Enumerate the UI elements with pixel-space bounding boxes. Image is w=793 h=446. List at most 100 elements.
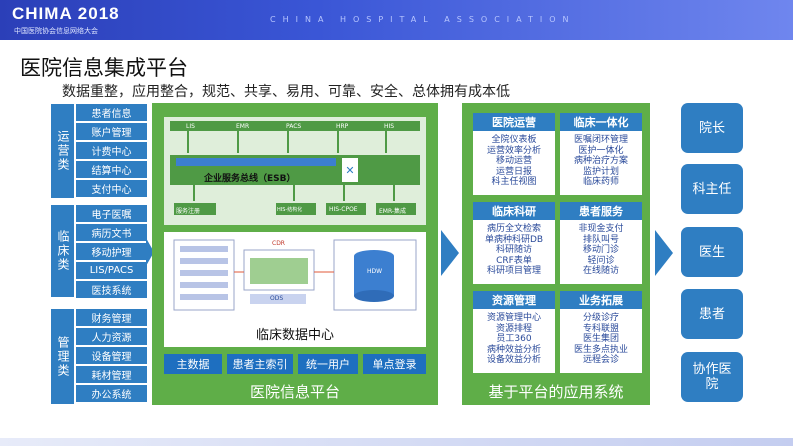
item-tech-system: 医技系统 (76, 281, 147, 298)
item-account-mgmt: 账户管理 (76, 123, 147, 140)
item-consumables: 耗材管理 (76, 366, 147, 383)
panel-title: 医院运营 (473, 113, 555, 131)
chima-logo: CHIMA 2018 (12, 4, 120, 23)
panel-clinical-integration: 临床一体化 医嘱闭环管理 医护一体化 病种治疗方案 监护计划 临床药师 (560, 113, 642, 195)
single-sign-on-button: 单点登录 (363, 354, 426, 374)
panel-items: 病历全文检索 单病种科研DB 科研随访 CRF表单 科研项目管理 (473, 224, 555, 277)
header-tagline: CHINA HOSPITAL ASSOCIATION (270, 15, 576, 24)
item-office-system: 办公系统 (76, 385, 147, 402)
panel-title: 患者服务 (560, 202, 642, 220)
esb-top-label-hrp: HRP (336, 123, 349, 130)
master-data-button: 主数据 (164, 354, 222, 374)
esb-top-bar (170, 121, 420, 131)
list-item: 科研项目管理 (486, 266, 541, 276)
panel-hospital-operations: 医院运营 全院仪表板 运营效率分析 移动运营 运营日报 科主任视图 (473, 113, 555, 195)
list-item: 全院仪表板 (491, 135, 537, 145)
arrow-to-apps-icon (441, 230, 459, 276)
list-item: 非现金支付 (578, 224, 624, 234)
arrow-to-roles-icon (655, 230, 673, 276)
panel-items: 非现金支付 排队叫号 移动门诊 轻问诊 在线随访 (560, 224, 642, 277)
role-patient: 患者 (681, 289, 743, 339)
list-item: 移动门诊 (582, 245, 619, 255)
list-item: 移动运营 (495, 156, 532, 166)
category-clinical-label: 临床类 (56, 230, 70, 272)
item-equipment: 设备管理 (76, 347, 147, 364)
list-item: 病历全文检索 (486, 224, 541, 234)
list-item: 科研随访 (495, 245, 532, 255)
panel-resource-management: 资源管理 资源管理中心 资源排程 员工360 病种效益分析 设备效益分析 (473, 291, 555, 373)
panel-clinical-research: 临床科研 病历全文检索 单病种科研DB 科研随访 CRF表单 科研项目管理 (473, 202, 555, 284)
page-subtitle: 数据重整，应用整合，规范、共享、易用、可靠、安全、总体拥有成本低 (62, 84, 510, 100)
item-lis-pacs: LIS/PACS (76, 262, 147, 279)
logo-subtitle: 中国医院协会信息网络大会 (14, 27, 98, 35)
clinical-data-center-label: 临床数据中心 (255, 328, 334, 343)
panel-business-expansion: 业务拓展 分级诊疗 专科联盟 医生集团 医生多点执业 远程会诊 (560, 291, 642, 373)
role-department-head: 科主任 (681, 164, 743, 214)
list-item: 设备效益分析 (486, 355, 541, 365)
role-partner-hospital: 协作医院 (681, 352, 743, 402)
list-item: 临床药师 (582, 177, 619, 187)
esb-label: 企业服务总线（ESB） (204, 174, 296, 184)
list-item: 医护一体化 (578, 145, 624, 156)
list-item: 远程会诊 (582, 355, 619, 365)
esb-bottom-label-1: HIS-结构化 (277, 207, 303, 213)
esb-box-his-struct (276, 203, 316, 215)
list-item: 资源管理中心 (486, 313, 541, 323)
esb-box-registry (174, 203, 216, 215)
list-item: 医生多点执业 (573, 344, 628, 355)
panel-title: 临床科研 (473, 202, 555, 220)
esb-top-label-his: HIS (384, 123, 395, 130)
item-billing-center: 计费中心 (76, 142, 147, 159)
page-title: 医院信息集成平台 (20, 56, 188, 80)
esb-box-emr (376, 203, 416, 215)
list-item: 资源排程 (495, 323, 532, 334)
item-e-orders: 电子医嘱 (76, 205, 147, 222)
list-item: 运营效率分析 (486, 145, 541, 156)
category-clinical: 临床类 (51, 205, 74, 297)
esb-top-label-pacs: PACS (286, 123, 302, 130)
esb-connectors (187, 131, 387, 153)
apps-title: 基于平台的应用系统 (488, 383, 624, 401)
category-operations-label: 运营类 (56, 130, 70, 172)
panel-title: 临床一体化 (560, 113, 642, 131)
clinical-data-center-screenshot: HDW CDR ODS 临床数据中心 (164, 232, 426, 347)
list-item: 监护计划 (582, 166, 619, 177)
item-finance: 财务管理 (76, 309, 147, 326)
item-settlement-center: 结算中心 (76, 161, 147, 178)
esb-bottom-label-2: HIS-CPOE (329, 206, 358, 213)
list-item: 医生集团 (582, 334, 619, 344)
panel-items: 资源管理中心 资源排程 员工360 病种效益分析 设备效益分析 (473, 313, 555, 366)
panel-items: 医嘱闭环管理 医护一体化 病种治疗方案 监护计划 临床药师 (560, 135, 642, 188)
list-item: 科主任视图 (491, 177, 537, 187)
item-medical-records: 病历文书 (76, 224, 147, 241)
panel-patient-services: 患者服务 非现金支付 排队叫号 移动门诊 轻问诊 在线随访 (560, 202, 642, 284)
patient-index-button: 患者主索引 (227, 354, 293, 374)
item-mobile-nursing: 移动护理 (76, 243, 147, 260)
list-item: 病种治疗方案 (573, 156, 628, 166)
panel-items: 分级诊疗 专科联盟 医生集团 医生多点执业 远程会诊 (560, 313, 642, 366)
list-item: 分级诊疗 (582, 313, 619, 323)
item-hr: 人力资源 (76, 328, 147, 345)
header-banner: CHIMA 2018 中国医院协会信息网络大会 CHINA HOSPITAL A… (0, 0, 793, 40)
panel-items: 全院仪表板 运营效率分析 移动运营 运营日报 科主任视图 (473, 135, 555, 188)
esb-box-his-cpoe (326, 203, 366, 215)
list-item: 专科联盟 (582, 323, 619, 334)
esb-screenshot: LIS EMR PACS HRP HIS ✕ 企业服务总线（ESB） 服务注册 … (164, 117, 426, 225)
cdr-label: CDR (272, 240, 285, 247)
item-patient-info: 患者信息 (76, 104, 147, 121)
ods-label: ODS (270, 295, 284, 302)
platform-title: 医院信息平台 (249, 383, 340, 401)
esb-bottom-label-3: EMR-集成 (379, 208, 407, 215)
esb-bottom-label-0: 服务注册 (176, 208, 201, 215)
item-payment-center: 支付中心 (76, 180, 147, 197)
data-center-diagram (173, 239, 417, 311)
category-operations: 运营类 (51, 104, 74, 198)
list-item: 排队叫号 (582, 234, 619, 245)
arrow-to-platform-icon (146, 238, 154, 266)
role-doctor: 医生 (681, 227, 743, 277)
list-item: 医嘱闭环管理 (573, 135, 628, 145)
hdw-label: HDW (367, 268, 383, 275)
category-management-label: 管理类 (56, 335, 70, 378)
list-item: 轻问诊 (587, 255, 615, 266)
list-item: 单病种科研DB (484, 234, 544, 245)
